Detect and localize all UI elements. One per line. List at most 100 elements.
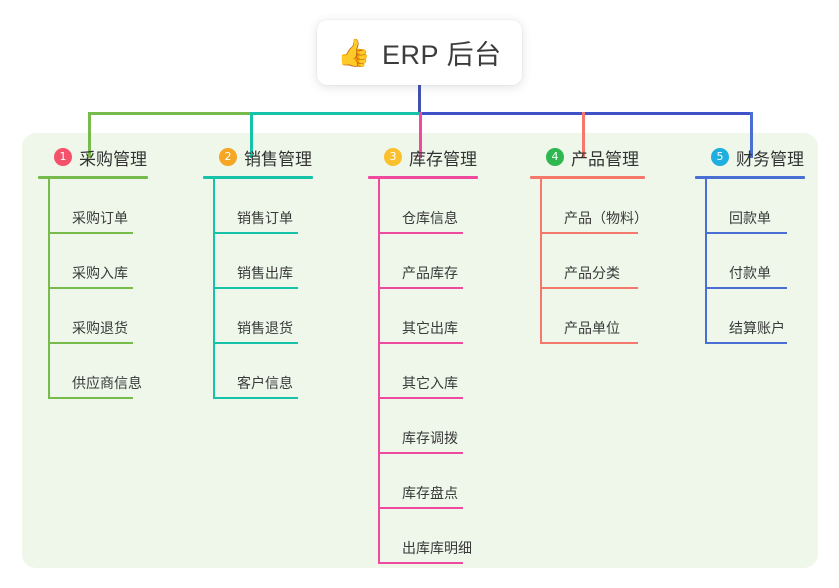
leaf-node[interactable]: 采购退货	[38, 289, 188, 344]
leaf-rule	[705, 232, 787, 234]
leaf-node[interactable]: 供应商信息	[38, 344, 188, 399]
column-1: 1 采购管理采购订单采购入库采购退货供应商信息	[38, 144, 188, 399]
column-4: 4 产品管理产品（物料） 产品分类产品单位	[530, 144, 680, 344]
leaf-rule	[48, 287, 133, 289]
badge-number-icon: 1	[54, 148, 72, 166]
leaf-node[interactable]: 采购订单	[38, 179, 188, 234]
column-header-rule	[203, 176, 313, 179]
leaf-label: 结算账户	[729, 320, 785, 336]
leaf-rule	[705, 342, 787, 344]
leaf-label: 产品（物料）	[564, 210, 648, 226]
leaf-label: 库存调拨	[402, 430, 458, 446]
leaf-rule	[540, 287, 638, 289]
leaf-node[interactable]: 其它入库	[368, 344, 518, 399]
leaf-label: 采购入库	[72, 265, 128, 281]
bar-segment-green	[88, 112, 251, 115]
column-header-rule	[38, 176, 148, 179]
leaf-node[interactable]: 销售出库	[203, 234, 353, 289]
leaf-rule	[48, 342, 133, 344]
leaf-node[interactable]: 客户信息	[203, 344, 353, 399]
leaf-label: 回款单	[729, 210, 771, 226]
leaf-label: 销售订单	[237, 210, 293, 226]
drop-line-1	[88, 112, 91, 158]
leaf-label: 供应商信息	[72, 375, 142, 391]
leaf-rule	[213, 287, 298, 289]
leaf-rule	[705, 287, 787, 289]
column-header-rule	[530, 176, 645, 179]
leaf-node[interactable]: 付款单	[695, 234, 835, 289]
column-header-3[interactable]: 3 库存管理	[368, 144, 518, 170]
leaf-label: 付款单	[729, 265, 771, 281]
root-node-card[interactable]: 👍 ERP 后台	[317, 20, 522, 85]
column-spine-line	[378, 179, 380, 564]
leaf-node[interactable]: 产品分类	[530, 234, 680, 289]
leaf-label: 仓库信息	[402, 210, 458, 226]
leaf-node[interactable]: 产品（物料）	[530, 179, 680, 234]
leaf-label: 库存盘点	[402, 485, 458, 501]
leaf-label: 出库库明细	[402, 540, 472, 556]
column-spine-line	[48, 179, 50, 399]
leaf-node[interactable]: 销售订单	[203, 179, 353, 234]
thumbs-up-icon: 👍	[337, 37, 372, 68]
leaf-node[interactable]: 仓库信息	[368, 179, 518, 234]
column-header-5[interactable]: 5 财务管理	[695, 144, 835, 170]
leaf-list: 回款单付款单结算账户	[695, 179, 835, 344]
leaf-label: 销售出库	[237, 265, 293, 281]
leaf-node[interactable]: 回款单	[695, 179, 835, 234]
drop-line-3	[419, 112, 422, 158]
drop-line-5	[750, 112, 753, 158]
leaf-rule	[378, 507, 463, 509]
leaf-node[interactable]: 库存盘点	[368, 454, 518, 509]
leaf-node[interactable]: 其它出库	[368, 289, 518, 344]
leaf-label: 其它出库	[402, 320, 458, 336]
leaf-node[interactable]: 销售退货	[203, 289, 353, 344]
leaf-node[interactable]: 采购入库	[38, 234, 188, 289]
badge-number-icon: 3	[384, 148, 402, 166]
leaf-rule	[378, 342, 463, 344]
leaf-node[interactable]: 出库库明细	[368, 509, 518, 564]
column-spine-line	[705, 179, 707, 344]
leaf-label: 产品单位	[564, 320, 620, 336]
column-title: 财务管理	[736, 149, 804, 169]
column-spine-line	[540, 179, 542, 344]
column-header-4[interactable]: 4 产品管理	[530, 144, 680, 170]
leaf-rule	[540, 232, 638, 234]
leaf-rule	[48, 397, 133, 399]
column-title: 采购管理	[79, 149, 147, 169]
root-node-title: ERP 后台	[382, 40, 502, 70]
leaf-label: 采购订单	[72, 210, 128, 226]
column-3: 3 库存管理仓库信息产品库存其它出库其它入库库存调拨库存盘点出库库明细	[368, 144, 518, 564]
column-title: 销售管理	[244, 149, 312, 169]
column-header-1[interactable]: 1 采购管理	[38, 144, 188, 170]
bar-segment-blue	[419, 112, 752, 115]
leaf-label: 产品库存	[402, 265, 458, 281]
column-title: 库存管理	[409, 149, 477, 169]
leaf-label: 销售退货	[237, 320, 293, 336]
leaf-node[interactable]: 产品单位	[530, 289, 680, 344]
leaf-label: 产品分类	[564, 265, 620, 281]
leaf-node[interactable]: 结算账户	[695, 289, 835, 344]
column-header-rule	[368, 176, 478, 179]
leaf-list: 采购订单采购入库采购退货供应商信息	[38, 179, 188, 399]
column-title: 产品管理	[571, 149, 639, 169]
leaf-rule	[48, 232, 133, 234]
leaf-rule	[378, 562, 463, 564]
column-5: 5 财务管理回款单付款单结算账户	[695, 144, 835, 344]
leaf-rule	[378, 287, 463, 289]
badge-number-icon: 4	[546, 148, 564, 166]
root-stem-line	[418, 83, 421, 115]
leaf-label: 其它入库	[402, 375, 458, 391]
badge-number-icon: 5	[711, 148, 729, 166]
leaf-node[interactable]: 库存调拨	[368, 399, 518, 454]
leaf-rule	[378, 452, 463, 454]
leaf-rule	[378, 397, 463, 399]
drop-line-4	[582, 112, 585, 158]
diagram-background-panel	[22, 133, 818, 568]
leaf-node[interactable]: 产品库存	[368, 234, 518, 289]
bar-segment-teal	[250, 112, 420, 115]
column-spine-line	[213, 179, 215, 399]
